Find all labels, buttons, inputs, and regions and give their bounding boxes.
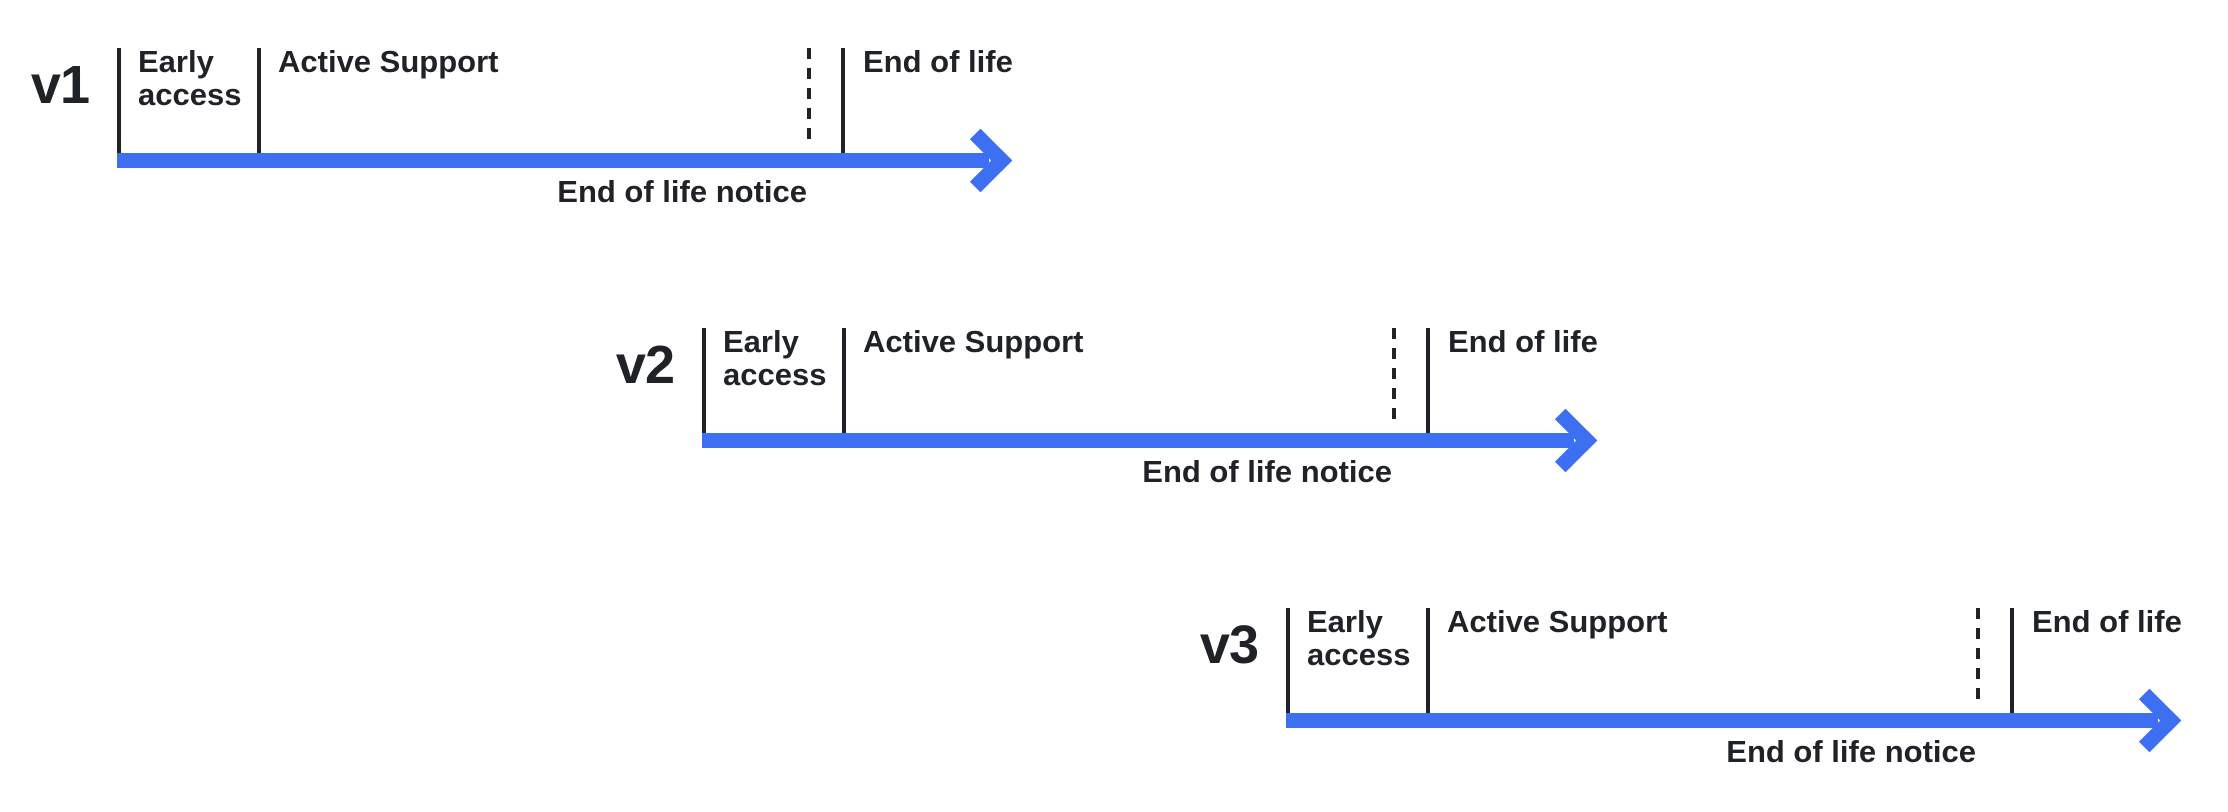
version-label: v1	[30, 55, 90, 115]
version-label: v2	[615, 335, 675, 395]
active-support-start-tick	[1426, 608, 1430, 713]
active-support-label: Active Support	[863, 324, 1084, 359]
active-support-start-tick	[257, 48, 261, 153]
early-access-label: Early access	[1307, 604, 1411, 672]
early-access-label: Early access	[723, 324, 827, 392]
end-of-life-notice-label: End of life notice	[557, 174, 807, 209]
end-of-life-label: End of life	[1448, 324, 1598, 359]
end-of-life-notice-label: End of life notice	[1726, 734, 1976, 769]
arrow-head-icon	[1533, 408, 1598, 473]
end-of-life-label: End of life	[2032, 604, 2182, 639]
end-of-life-tick	[841, 48, 845, 153]
arrow-head-icon	[2117, 688, 2182, 753]
active-support-start-tick	[842, 328, 846, 433]
end-of-life-notice-tick	[1976, 608, 1980, 708]
end-of-life-notice-label: End of life notice	[1142, 454, 1392, 489]
early-access-start-tick	[702, 328, 706, 433]
early-access-start-tick	[1286, 608, 1290, 713]
active-support-label: Active Support	[1447, 604, 1668, 639]
end-of-life-notice-tick	[807, 48, 811, 148]
end-of-life-tick	[1426, 328, 1430, 433]
early-access-start-tick	[117, 48, 121, 153]
end-of-life-tick	[2010, 608, 2014, 713]
arrow-head-icon	[948, 128, 1013, 193]
timeline-arrow-shaft	[702, 433, 1574, 448]
end-of-life-notice-tick	[1392, 328, 1396, 428]
timeline-arrow-shaft	[117, 153, 989, 168]
early-access-label: Early access	[138, 44, 242, 112]
active-support-label: Active Support	[278, 44, 499, 79]
end-of-life-label: End of life	[863, 44, 1013, 79]
version-label: v3	[1199, 615, 1259, 675]
timeline-arrow-shaft	[1286, 713, 2158, 728]
